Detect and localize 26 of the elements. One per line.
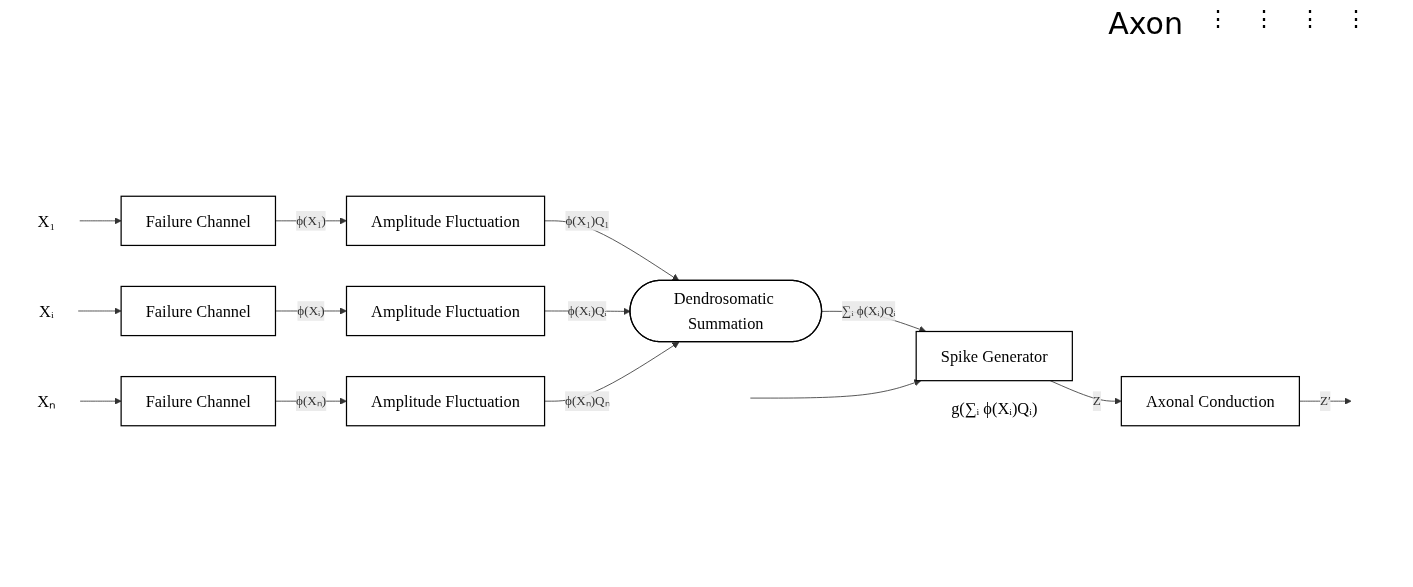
- node-box: Amplitude Fluctuation: [345, 375, 546, 427]
- node-box: Failure Channel: [120, 375, 277, 427]
- edge-label: ϕ(Xₙ)Qₙ: [565, 393, 610, 408]
- part-label: Axon: [1108, 6, 1183, 41]
- node-label: g(∑ᵢ ϕ(Xᵢ)Qᵢ): [951, 399, 1038, 418]
- node-box: Axonal Conduction: [1120, 375, 1300, 427]
- edge-label: Z: [1092, 393, 1101, 408]
- ellipsis-mark: ⋮: [1207, 6, 1229, 33]
- node-text: Xₙ: [37, 392, 56, 411]
- node-box: Spike Generator: [915, 330, 1073, 382]
- edge-label: ϕ(Xᵢ)Qᵢ: [567, 303, 607, 318]
- node-text: Xᵢ: [39, 301, 54, 321]
- edge-label: ϕ(X₁)Q₁: [565, 213, 610, 228]
- node-box: Failure Channel: [120, 285, 277, 337]
- node-box: Failure Channel: [120, 195, 277, 247]
- ellipsis-mark: ⋮: [1253, 6, 1275, 33]
- ellipsis-mark: ⋮: [1299, 6, 1321, 33]
- node-box: Amplitude Fluctuation: [345, 195, 546, 247]
- edge-label: ϕ(Xₙ): [295, 393, 327, 408]
- edge-label: Z′: [1319, 393, 1331, 408]
- node-box: Amplitude Fluctuation: [345, 285, 546, 337]
- edge-label: ∑ᵢ ϕ(Xᵢ)Qᵢ: [842, 303, 896, 318]
- node-text: X₁: [37, 211, 56, 230]
- edge-label: ϕ(X₁): [296, 213, 326, 228]
- ellipsis-mark: ⋮: [1345, 6, 1367, 33]
- edge-label: ϕ(Xᵢ): [297, 303, 325, 318]
